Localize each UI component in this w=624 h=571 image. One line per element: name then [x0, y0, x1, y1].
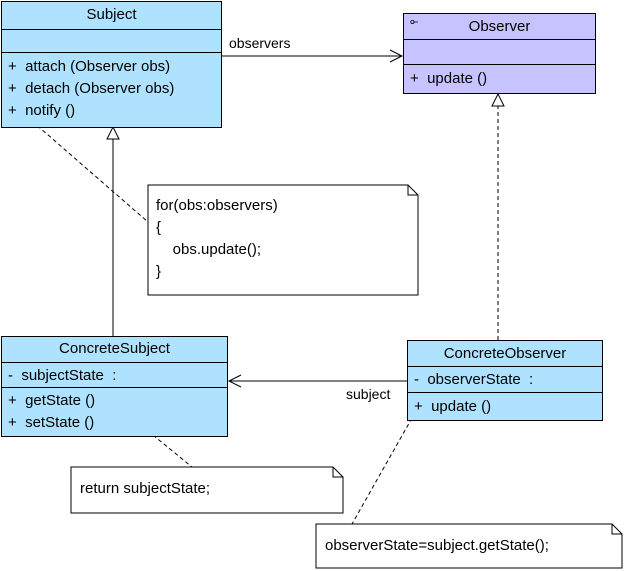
concrete-observer-operation-compartment: + update () — [408, 392, 602, 421]
concrete-subject-class[interactable]: ConcreteSubject - subjectState : + getSt… — [1, 336, 228, 437]
update-note-line-1: observerState=subject.getState(); — [325, 537, 549, 554]
realization-triangle — [491, 92, 505, 107]
notify-note-shape — [147, 184, 419, 296]
concrete-observer-class-name: ConcreteObserver — [443, 345, 567, 362]
getstate-note-line-1: return subjectState; — [80, 480, 211, 497]
concrete-subject-attribute-compartment: - subjectState : — [2, 362, 227, 387]
update-note: observerState=subject.getState(); — [316, 524, 622, 568]
notify-note: for(obs:observers) { obs.update(); } — [148, 185, 418, 295]
subject-role-label: subject — [346, 386, 391, 402]
observers-arrowhead — [389, 49, 404, 63]
operation-update: + update () — [410, 70, 488, 87]
concrete-subject-class-name: ConcreteSubject — [59, 340, 170, 357]
subject-attribute-compartment — [2, 29, 221, 52]
observer-interface[interactable]: Observer + update () — [403, 13, 596, 94]
notify-note-line-4: } — [156, 263, 162, 280]
subject-class-name: Subject — [86, 6, 137, 23]
getstate-note-fold — [332, 467, 343, 478]
operation-update-concrete: + update () — [414, 398, 492, 415]
observer-operation-compartment: + update () — [404, 64, 595, 94]
subject-name-compartment: Subject — [2, 2, 221, 29]
concrete-observer-class[interactable]: ConcreteObserver - observerState : + upd… — [407, 340, 603, 421]
attribute-observerstate: - observerState : — [414, 371, 534, 388]
notify-note-line-3: obs.update(); — [156, 241, 262, 258]
subject-arrowhead — [227, 374, 242, 388]
operation-attach: + attach (Observer obs) — [8, 58, 171, 75]
operation-notify: + notify () — [8, 102, 76, 119]
interface-icon — [410, 20, 418, 24]
concrete-subject-name-compartment: ConcreteSubject — [2, 337, 227, 362]
concrete-observer-attribute-compartment: - observerState : — [408, 366, 602, 392]
update-note-fold — [611, 524, 622, 535]
getstate-note: return subjectState; — [71, 467, 343, 513]
update-note-shape — [315, 523, 623, 569]
update-note-anchor — [351, 417, 413, 525]
generalization-triangle — [106, 125, 120, 140]
concrete-observer-name-compartment: ConcreteObserver — [408, 341, 602, 366]
notify-note-line-1: for(obs:observers) — [156, 197, 278, 214]
observer-interface-name: Observer — [468, 18, 531, 35]
subject-class[interactable]: Subject + attach (Observer obs) + detach… — [1, 1, 222, 128]
observers-role-label: observers — [229, 35, 291, 51]
operation-setstate: + setState () — [8, 414, 95, 431]
notify-note-fold — [407, 185, 418, 196]
observer-attribute-compartment — [404, 39, 595, 64]
attribute-subjectstate: - subjectState : — [8, 367, 117, 384]
notify-note-anchor — [31, 120, 149, 223]
concrete-subject-operation-compartment: + getState () + setState () — [2, 387, 227, 437]
subject-operation-compartment: + attach (Observer obs) + detach (Observ… — [2, 52, 221, 127]
notify-note-line-2: { — [156, 219, 162, 236]
operation-detach: + detach (Observer obs) — [8, 80, 175, 97]
observer-name-compartment: Observer — [404, 14, 595, 39]
getstate-note-shape — [70, 466, 344, 514]
operation-getstate: + getState () — [8, 392, 96, 409]
